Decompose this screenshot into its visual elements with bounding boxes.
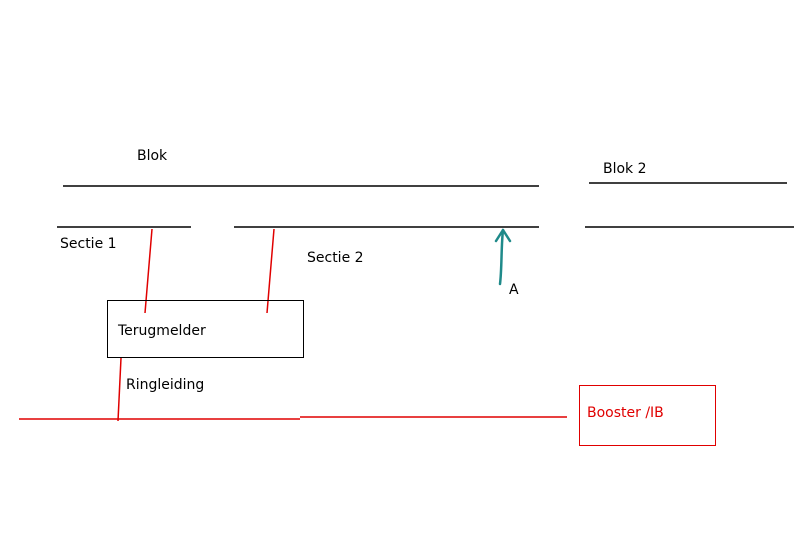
sectie1-label: Sectie 1	[60, 236, 117, 252]
arrow-a-icon	[494, 228, 512, 286]
booster-box	[579, 385, 716, 446]
ringleiding-label: Ringleiding	[126, 377, 205, 393]
ringleiding-drop-wire	[117, 357, 122, 422]
sectie1-feed-wire	[144, 228, 153, 314]
marker-a-label: A	[509, 282, 519, 298]
sectie2-feed-wire	[266, 228, 275, 314]
terugmelder-label: Terugmelder	[118, 323, 206, 339]
blok-label: Blok	[137, 148, 168, 164]
booster-label: Booster /IB	[587, 405, 664, 421]
sectie2-label: Sectie 2	[307, 250, 364, 266]
terugmelder-box	[107, 300, 304, 358]
blok2-label: Blok 2	[603, 161, 647, 177]
